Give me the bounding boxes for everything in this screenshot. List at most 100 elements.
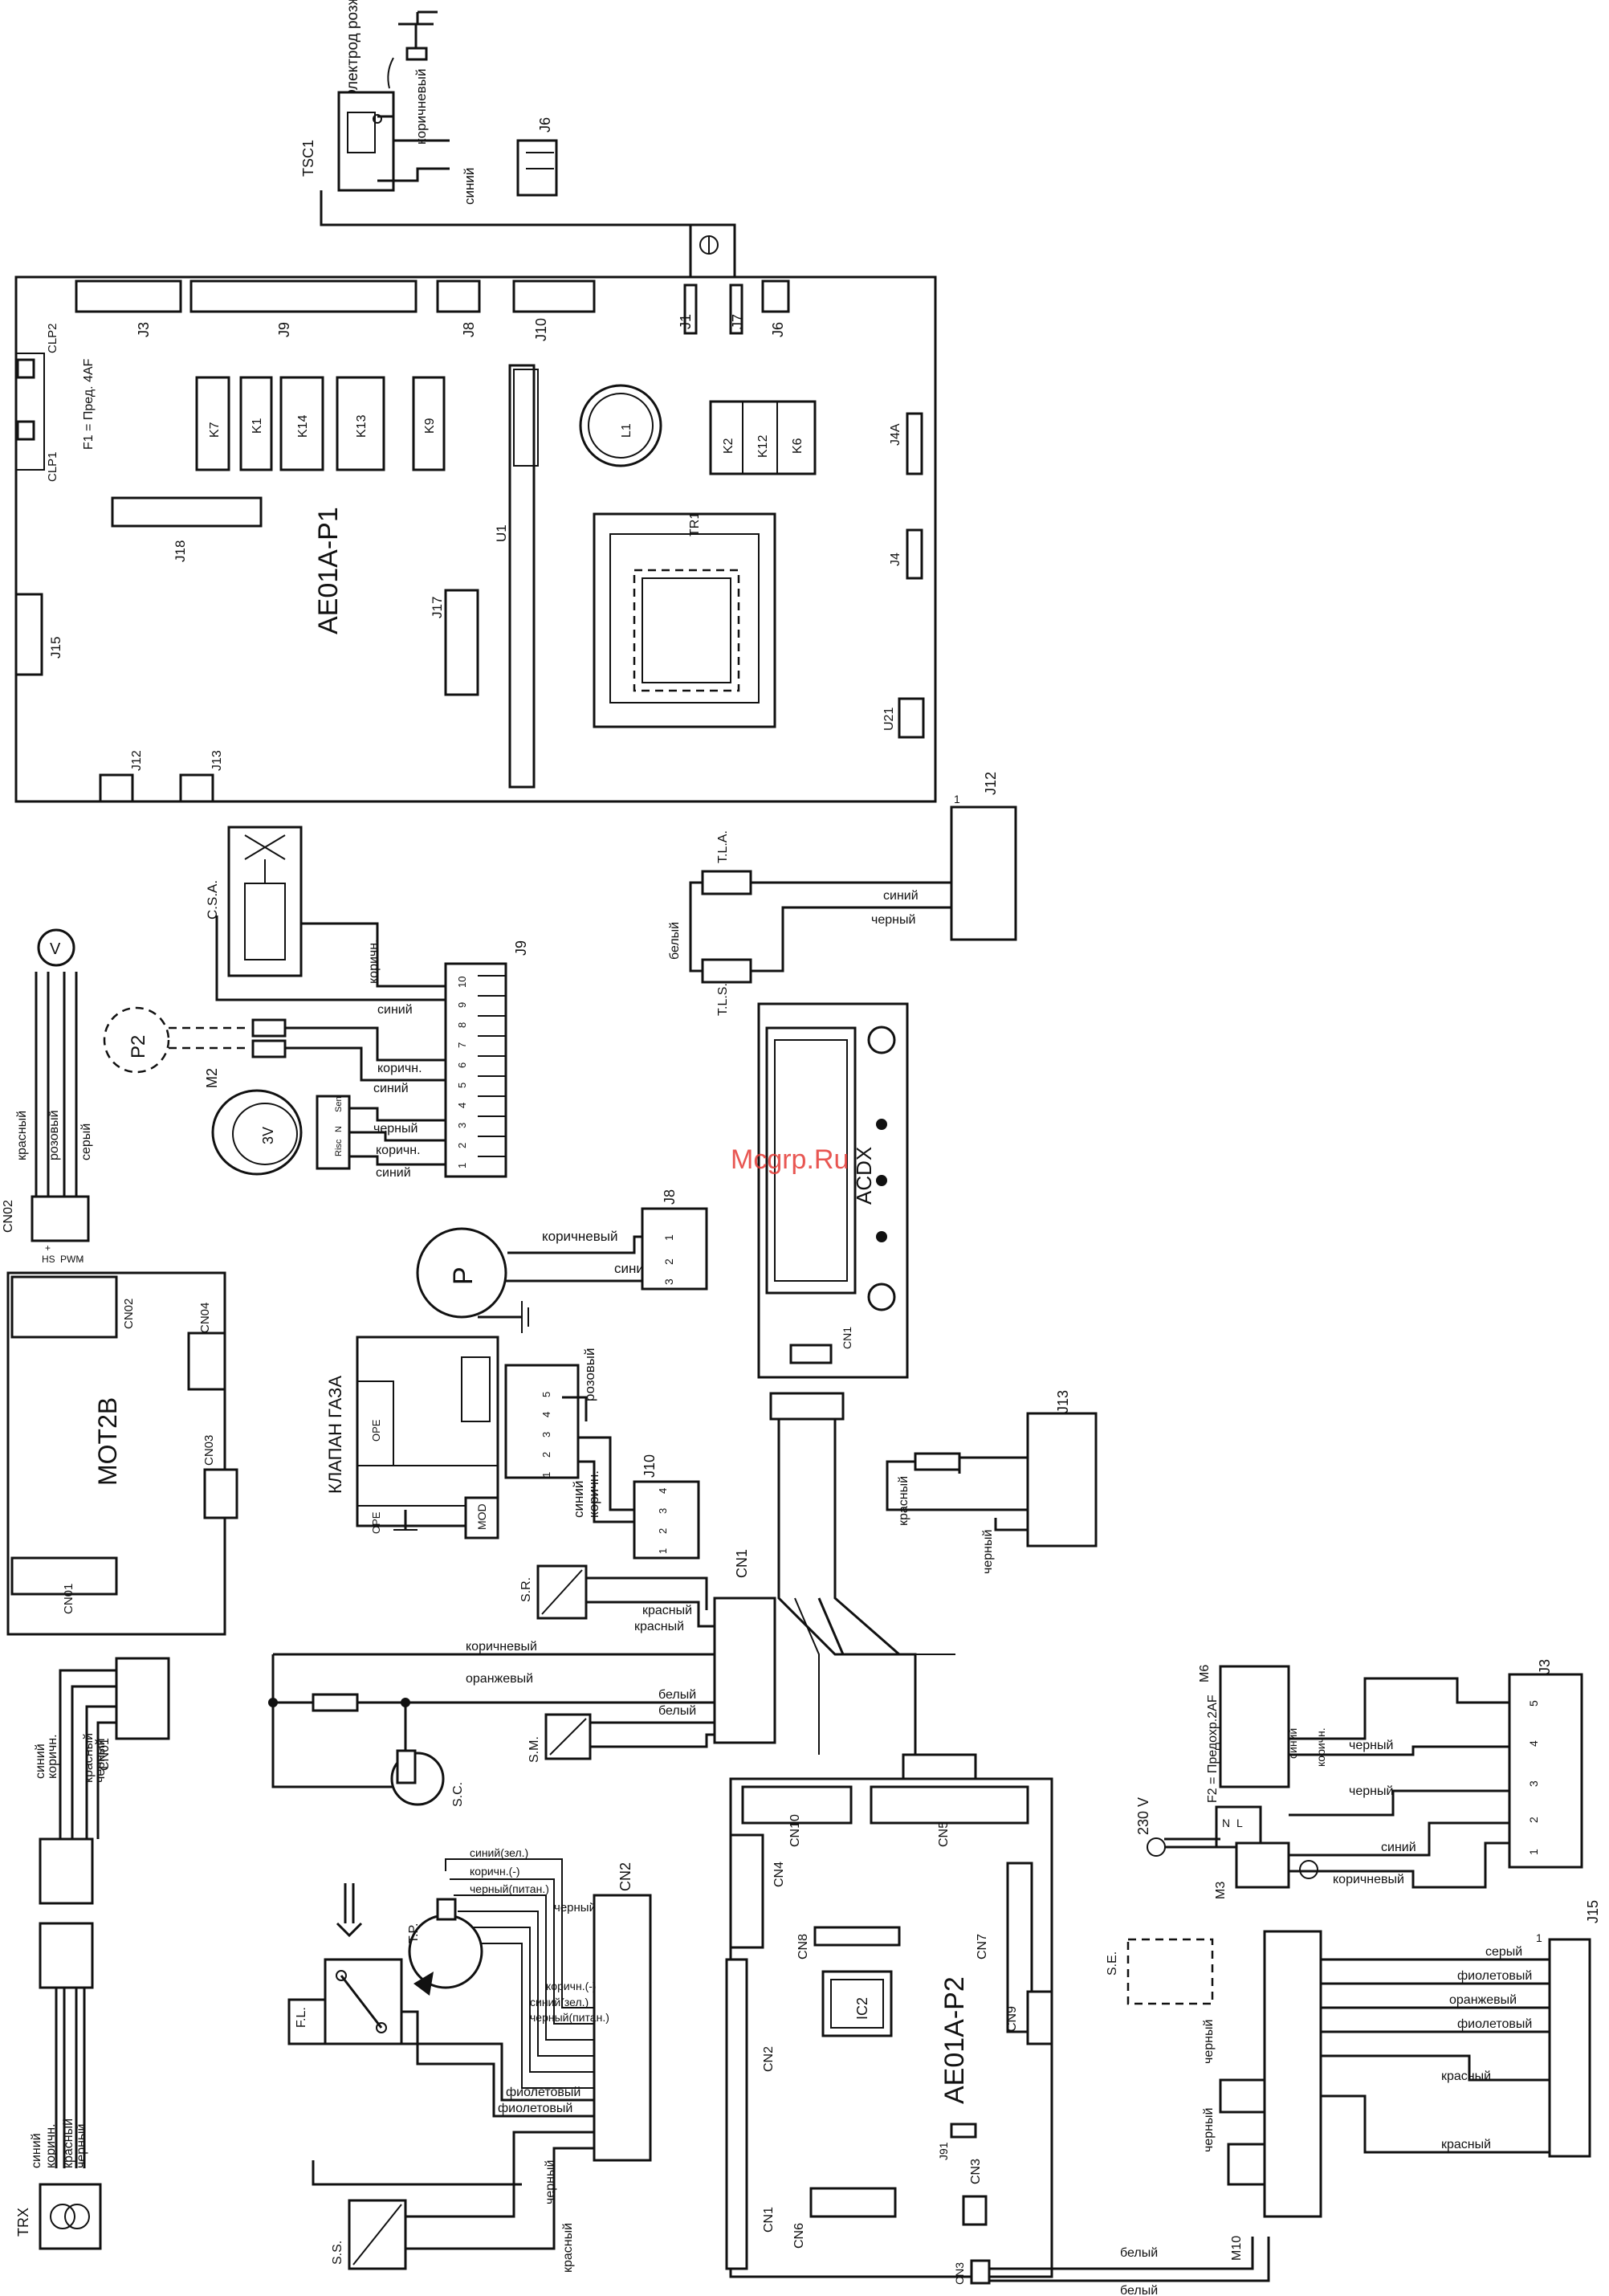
cn1-connector [713,1597,776,1744]
j15-header [14,593,43,676]
j8-label: J8 [662,1189,678,1205]
j8-pin-3: 3 [662,1279,675,1285]
p2-blue-label: синий [373,1082,409,1095]
p1-j8-label: J8 [461,322,477,337]
ope1-label: OPE [370,1419,382,1442]
fl-flow-switch [324,1958,403,2045]
relay-k14-label: K14 [296,414,310,438]
p1-j13-label: J13 [210,750,224,771]
j15-group: S.E. M10 J15 1 серый фиолетовый оранжевы… [1106,1900,1601,2261]
j15-red-label-2: красный [1441,2138,1491,2151]
trx-top-blue-label: синий [34,1743,47,1779]
tp-wire-5: синий(зел.) [530,1996,589,2008]
transformer-tr1 [593,512,776,728]
j3-connector [1508,1673,1583,1869]
cn3-white-label-1: белый [1120,2246,1158,2260]
cn01-connector [115,1657,170,1740]
gas-valve-body [356,1336,499,1527]
m2-pin-n: N [334,1126,344,1132]
j3-pin-1: 1 [1527,1849,1540,1855]
j4a-header [906,412,923,475]
trx-top-black-label: черный [94,1739,108,1783]
pump-p-glyph: P [448,1266,479,1285]
acdx-button-bottom[interactable] [867,1283,896,1311]
trx-label: TRX [15,2208,31,2237]
electrode-label: Электрод розж/обн [344,0,361,100]
relay-k1 [239,376,273,471]
sm-white-label-1: белый [658,1688,696,1702]
j13-group: J13 красный черный [886,1390,1098,1574]
p2-sensor [103,1006,170,1074]
m10-label: M10 [1230,2236,1244,2261]
relay-k14 [279,376,324,471]
cn2-label: CN2 [617,1862,633,1891]
j15-orange-label: оранжевый [1449,1993,1517,2007]
m2-label: M2 [204,1068,220,1088]
cn5-header [870,1785,1029,1825]
cn01-ext-label: CN01 [98,1738,112,1771]
tl-black-label: черный [871,913,915,927]
relay-k6-label: K6 [791,438,804,454]
p2-cn1-label: CN1 [762,2207,776,2233]
gas-valve-group: OPE OPE MOD КЛАПАН ГАЗА 1 2 3 4 5 розовы… [325,1336,700,1560]
acdx-button-top[interactable] [867,1026,896,1054]
j3-label: J3 [1537,1659,1553,1674]
j10-header [512,279,596,313]
j12-header [99,773,134,803]
sc-label: S.C. [451,1782,465,1807]
j15-label: J15 [48,637,63,659]
fl-label: F.L. [295,2007,308,2028]
fuse-holder [15,353,45,471]
cn9-header [1026,1990,1053,2045]
board-acdx: ACDX CN1 Mcgrp.Ru [731,1002,909,1379]
ic2-chip [821,1970,893,2037]
j9-header [189,279,418,313]
cn10-label: CN10 [788,1814,802,1847]
ground-m3-icon [1299,1860,1318,1879]
cn5-label: CN5 [937,1821,951,1847]
se-label: S.E. [1106,1951,1119,1976]
cn02-ext-label: CN02 [2,1200,15,1233]
u21-label: U21 [882,708,896,731]
j3-black-label-1: черный [1349,1739,1393,1752]
tls-label: T.L.S. [716,983,730,1016]
p1-j7-label: J7 [730,314,746,329]
tr1-label: TR1 [688,512,702,536]
trx-plug [39,1837,94,1905]
m10-terminal [1263,1930,1322,2218]
p1-j10-label: J10 [533,318,549,341]
relay-k9 [412,376,446,471]
cn10-header [741,1785,853,1825]
tsc1-brown-wire-label: коричневый [413,69,429,145]
relay-k9-label: K9 [423,418,437,434]
j8-pin-2: 2 [662,1258,675,1265]
trx-bottom-black-label: черный [75,2124,88,2168]
j10-pin-3: 3 [657,1508,669,1514]
mains-group: M6 F2 = Предохр.2AF M3 N L 230 V черный … [1135,1659,1583,1899]
j18-label: J18 [173,540,188,562]
j6-header [761,279,790,313]
sc-brown-label: коричневый [466,1640,537,1654]
j10-pin-4: 4 [657,1488,669,1494]
j13-black-label: черный [981,1530,995,1574]
relay-k2-label: K2 [722,438,735,454]
p2-cn3-label: CN3 [969,2159,983,2184]
sr-red-label-2: красный [634,1620,684,1633]
mod-label: MOD [475,1503,488,1530]
j10-connector [633,1480,700,1560]
csa-brown-label: коричн. [367,939,381,984]
f1-label: F1 = Пред. 4AF [82,358,96,450]
tl-blue-label: синий [883,889,919,903]
j15-connector [1548,1938,1591,2158]
m6-label: M6 [1198,1665,1212,1682]
j17-header [444,589,479,696]
m2-black-label: черный [373,1122,418,1136]
j3-pin-3: 3 [1527,1780,1540,1787]
trx-bottom-brown-label: коричн. [44,2123,58,2168]
pump-motor [416,1227,507,1319]
p2-cn2-label: CN2 [762,2046,776,2072]
j13-label: J13 [1055,1390,1071,1413]
j9-pin-4: 4 [456,1103,468,1108]
inductor-l1 [579,384,662,467]
j91-jumper [950,2123,977,2139]
